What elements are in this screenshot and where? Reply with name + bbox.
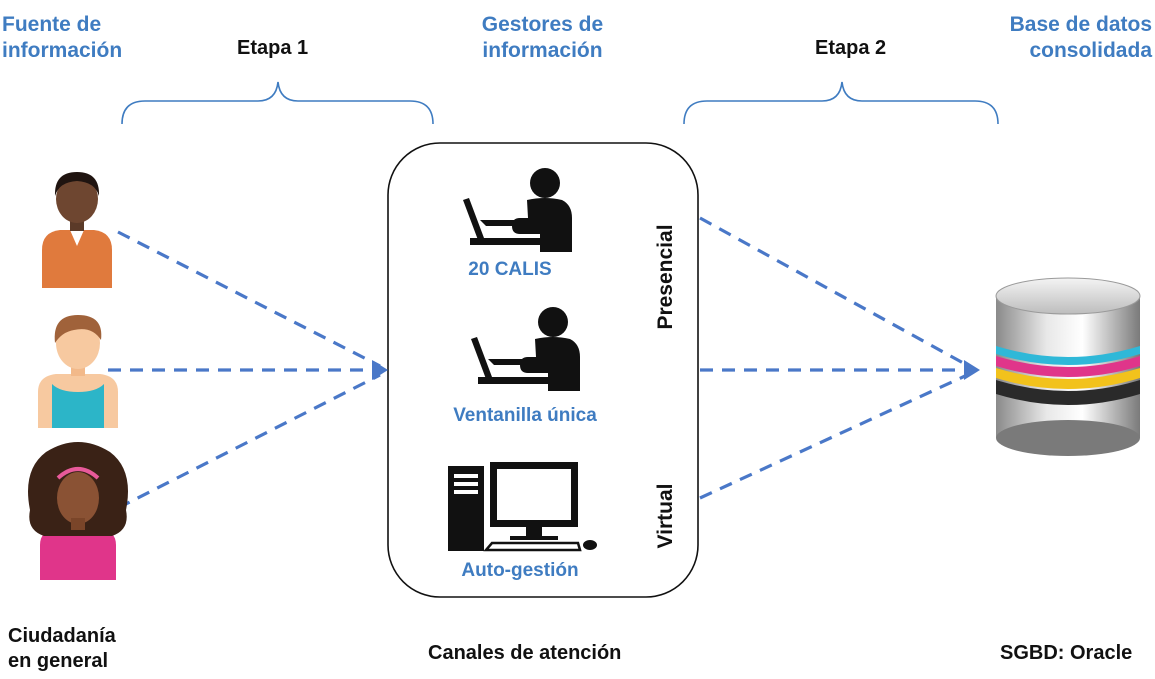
stage1-label: Etapa 1: [237, 37, 309, 59]
virtual-label: Virtual: [654, 483, 677, 549]
dbms-footer: SGBD: Oracle: [1000, 642, 1133, 664]
citizens-footer-line-2: en general: [8, 650, 109, 672]
database-header: Base de datos consolidada: [990, 12, 1152, 65]
managers-header: Gestores de información: [460, 12, 625, 65]
citizen-2-avatar: [38, 315, 118, 428]
channel-calis-label: 20 CALIS: [468, 259, 552, 280]
database-header-line-1: Base de datos: [1009, 13, 1152, 36]
database-icon: [995, 277, 1141, 456]
stage2-label: Etapa 2: [815, 37, 887, 59]
presencial-label: Presencial: [654, 224, 677, 330]
laptop-user-icon-1: [463, 168, 572, 252]
source-header-line-2: información: [2, 39, 123, 63]
citizens-footer: Ciudadanía en general: [8, 624, 116, 674]
desktop-computer-icon: [448, 462, 597, 552]
managers-header-line-2: información: [482, 39, 603, 63]
managers-header-line-1: Gestores de: [481, 13, 604, 36]
channels-footer: Canales de atención: [428, 642, 622, 664]
arrow-citizen1-to-channels: [117, 230, 381, 368]
citizen-3-avatar: [28, 442, 128, 580]
source-header: Fuente de información: [2, 12, 152, 65]
channel-self-label: Auto-gestión: [461, 560, 579, 581]
arrowhead-database: [964, 360, 980, 380]
source-header-line-1: Fuente de: [2, 13, 102, 36]
channel-window-label: Ventanilla única: [453, 405, 597, 426]
laptop-user-icon-2: [471, 307, 580, 391]
citizens-footer-line-1: Ciudadanía: [8, 625, 116, 647]
arrow-channels-to-db-1: [699, 216, 966, 366]
stage2-brace: [683, 81, 999, 125]
citizen-1-avatar: [42, 172, 112, 288]
arrow-channels-to-db-3: [699, 374, 966, 500]
stage1-brace: [121, 81, 434, 125]
arrow-citizen3-to-channels: [117, 373, 381, 510]
arrowhead-channels: [372, 360, 388, 380]
database-header-line-2: consolidada: [1029, 39, 1152, 63]
